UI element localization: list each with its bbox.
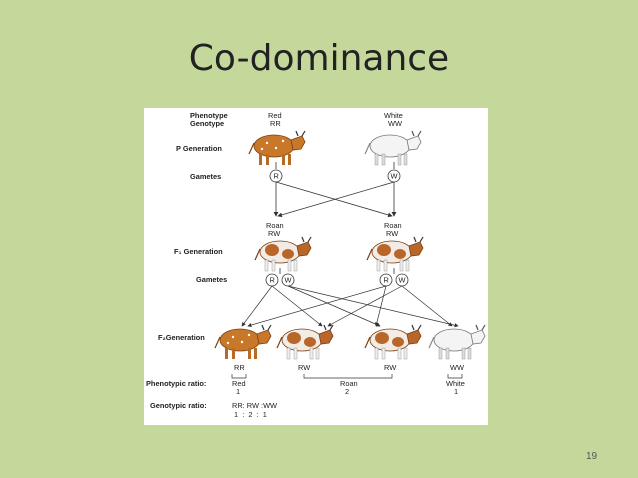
bracket-red [231, 374, 247, 379]
f1-left-genotype: RW [268, 229, 280, 238]
page-number: 19 [586, 451, 598, 462]
f1-generation-label: F₁ Generation [174, 247, 223, 256]
genotypic-ratio-numbers: 1 : 2 : 1 [234, 410, 267, 419]
slide-title: Co-dominance [188, 38, 450, 79]
arrow-r-to-f1-right [275, 181, 393, 218]
phenotypic-ratio-label: Phenotypic ratio: [146, 379, 206, 388]
genotypic-ratio-label: Genotypic ratio: [150, 401, 207, 410]
roan-cow-icon [254, 236, 312, 272]
bracket-roan [303, 374, 393, 379]
f1-left-phenotype: Roan [266, 221, 284, 230]
f1-right-phenotype: Roan [384, 221, 402, 230]
roan-cow-icon [366, 236, 424, 272]
red-cow-icon [214, 324, 272, 360]
red-cow-icon [248, 130, 306, 166]
gametes-label-2: Gametes [196, 275, 227, 284]
arrow-w-to-f1-left [277, 181, 395, 218]
f2-genotype-4: WW [450, 363, 464, 372]
f2-generation-label: F₂Generation [158, 333, 205, 342]
p-generation-label: P Generation [176, 144, 222, 153]
p-red-phenotype: Red [268, 111, 282, 120]
bracket-white [447, 374, 463, 379]
f2-genotype-1: RR [234, 363, 245, 372]
f1-gamete-r1: R [270, 276, 275, 285]
genotypic-ratio-value: RR: RW :WW [232, 401, 277, 410]
cross-diagram: Phenotype Genotype Red RR White WW P Gen… [144, 108, 488, 425]
white-cow-icon [428, 324, 486, 360]
f2-genotype-2: RW [298, 363, 310, 372]
ratio-white: White [446, 379, 465, 388]
ratio-white-num: 1 [454, 387, 458, 396]
ratio-roan: Roan [340, 379, 358, 388]
f2-cross-arrows [241, 285, 459, 328]
header-phenotype: Phenotype [190, 111, 228, 120]
f1-gamete-w1: W [285, 276, 292, 285]
f2-genotype-3: RW [384, 363, 396, 372]
roan-cow-icon [364, 324, 422, 360]
f1-right-genotype: RW [386, 229, 398, 238]
ratio-roan-num: 2 [345, 387, 349, 396]
p-white-phenotype: White [384, 111, 403, 120]
p-gamete-w: W [391, 172, 398, 181]
ratio-red-num: 1 [236, 387, 240, 396]
ratio-red: Red [232, 379, 246, 388]
p-red-genotype: RR [270, 119, 281, 128]
cross-diagram-svg: Phenotype Genotype Red RR White WW P Gen… [146, 111, 486, 419]
f1-gamete-r2: R [384, 276, 389, 285]
header-genotype: Genotype [190, 119, 224, 128]
p-gamete-r: R [274, 172, 279, 181]
roan-cow-icon [276, 324, 334, 360]
gametes-label-1: Gametes [190, 172, 221, 181]
p-white-genotype: WW [388, 119, 402, 128]
white-cow-icon [364, 130, 422, 166]
f1-gamete-w2: W [399, 276, 406, 285]
